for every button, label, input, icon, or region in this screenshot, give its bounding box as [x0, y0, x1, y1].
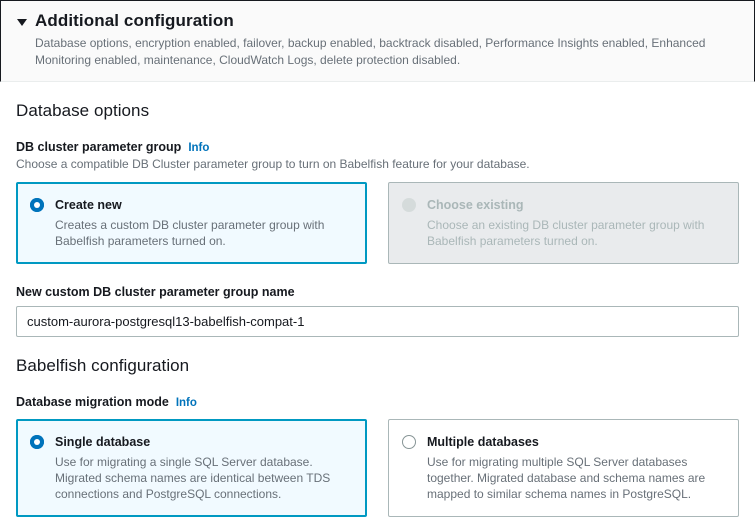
db-cluster-parameter-group-label: DB cluster parameter group — [16, 140, 182, 154]
tile-multiple-databases[interactable]: Multiple databases Use for migrating mul… — [388, 419, 739, 517]
tile-single-database-description: Use for migrating a single SQL Server da… — [55, 455, 331, 501]
database-migration-mode-label: Database migration mode — [16, 395, 169, 409]
tile-create-new-text: Create new Creates a custom DB cluster p… — [55, 196, 352, 249]
tile-single-database-title: Single database — [55, 435, 151, 449]
radio-single-database[interactable] — [30, 435, 44, 449]
tile-create-new[interactable]: Create new Creates a custom DB cluster p… — [16, 182, 367, 264]
babelfish-configuration-heading: Babelfish configuration — [16, 356, 190, 375]
caret-down-icon[interactable] — [17, 19, 27, 26]
tile-multiple-databases-description: Use for migrating multiple SQL Server da… — [427, 455, 706, 501]
db-cluster-parameter-group-label-row: DB cluster parameter group Info — [16, 140, 739, 154]
new-group-name-label: New custom DB cluster parameter group na… — [16, 285, 295, 299]
database-migration-mode-label-row: Database migration mode Info — [16, 395, 739, 409]
tile-multiple-databases-title: Multiple databases — [427, 435, 539, 449]
form-body: Database options DB cluster parameter gr… — [0, 101, 755, 517]
radio-create-new[interactable] — [30, 198, 44, 212]
page-title: Additional configuration — [35, 11, 234, 30]
tile-choose-existing-title: Choose existing — [427, 198, 524, 212]
db-cluster-parameter-group-description: Choose a compatible DB Cluster parameter… — [16, 157, 530, 171]
new-group-name-input[interactable] — [16, 306, 739, 337]
tile-single-database-text: Single database Use for migrating a sing… — [55, 433, 352, 502]
info-link-migration-mode[interactable]: Info — [175, 397, 197, 409]
header-summary: Database options, encryption enabled, fa… — [35, 36, 706, 67]
tile-create-new-description: Creates a custom DB cluster parameter gr… — [55, 218, 325, 248]
tile-create-new-title: Create new — [55, 198, 122, 212]
tile-multiple-databases-text: Multiple databases Use for migrating mul… — [427, 433, 724, 502]
tile-single-database[interactable]: Single database Use for migrating a sing… — [16, 419, 367, 517]
migration-mode-tile-row: Single database Use for migrating a sing… — [16, 419, 739, 517]
parameter-group-tile-row: Create new Creates a custom DB cluster p… — [16, 182, 739, 264]
tile-choose-existing: Choose existing Choose an existing DB cl… — [388, 182, 739, 264]
database-options-heading: Database options — [16, 101, 150, 120]
additional-configuration-header[interactable]: Additional configuration Database option… — [0, 0, 755, 82]
header-title-row[interactable]: Additional configuration — [17, 11, 738, 31]
tile-choose-existing-text: Choose existing Choose an existing DB cl… — [427, 196, 724, 249]
tile-choose-existing-description: Choose an existing DB cluster parameter … — [427, 218, 705, 248]
radio-choose-existing — [402, 198, 416, 212]
info-link-parameter-group[interactable]: Info — [188, 142, 210, 154]
radio-multiple-databases[interactable] — [402, 435, 416, 449]
